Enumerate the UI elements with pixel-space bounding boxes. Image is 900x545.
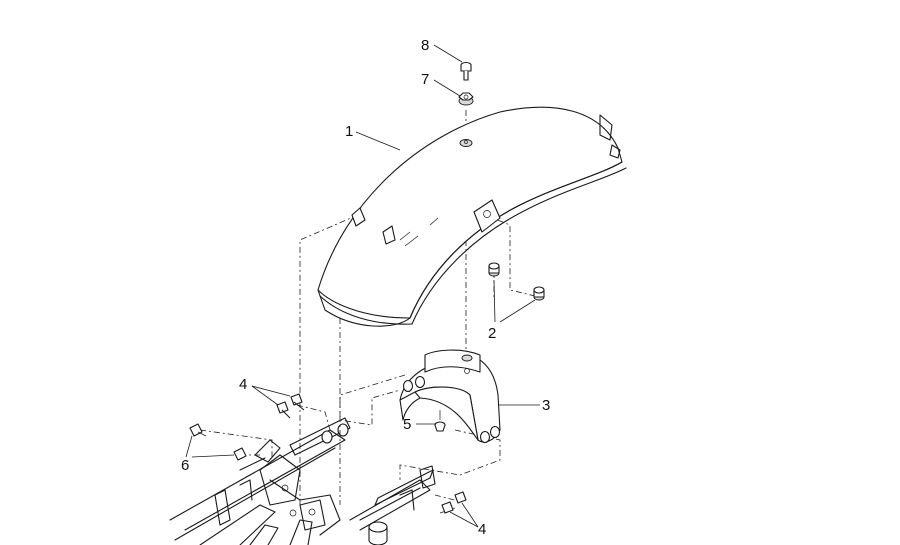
callout-5: 5 [403, 416, 411, 433]
screw-8 [460, 61, 472, 81]
rear-frame [169, 417, 436, 545]
rubber-bush-2b [533, 286, 545, 301]
washer-7 [458, 92, 474, 106]
callout-8: 8 [421, 37, 429, 54]
rubber-bush-2a [488, 262, 500, 277]
mudguard-support [399, 349, 501, 444]
callout-3: 3 [542, 397, 550, 414]
callout-7: 7 [421, 71, 429, 88]
screws-6 [189, 423, 247, 461]
callout-4-lower: 4 [478, 521, 486, 538]
screws-4-upper [276, 393, 305, 419]
callout-6: 6 [181, 457, 189, 474]
callout-2: 2 [488, 325, 496, 342]
leader-lines [185, 44, 540, 528]
screw-5 [434, 410, 446, 432]
screws-4-lower [441, 491, 467, 514]
callout-4-upper: 4 [239, 376, 247, 393]
callout-1: 1 [345, 123, 353, 140]
rear-mudguard [317, 106, 627, 327]
